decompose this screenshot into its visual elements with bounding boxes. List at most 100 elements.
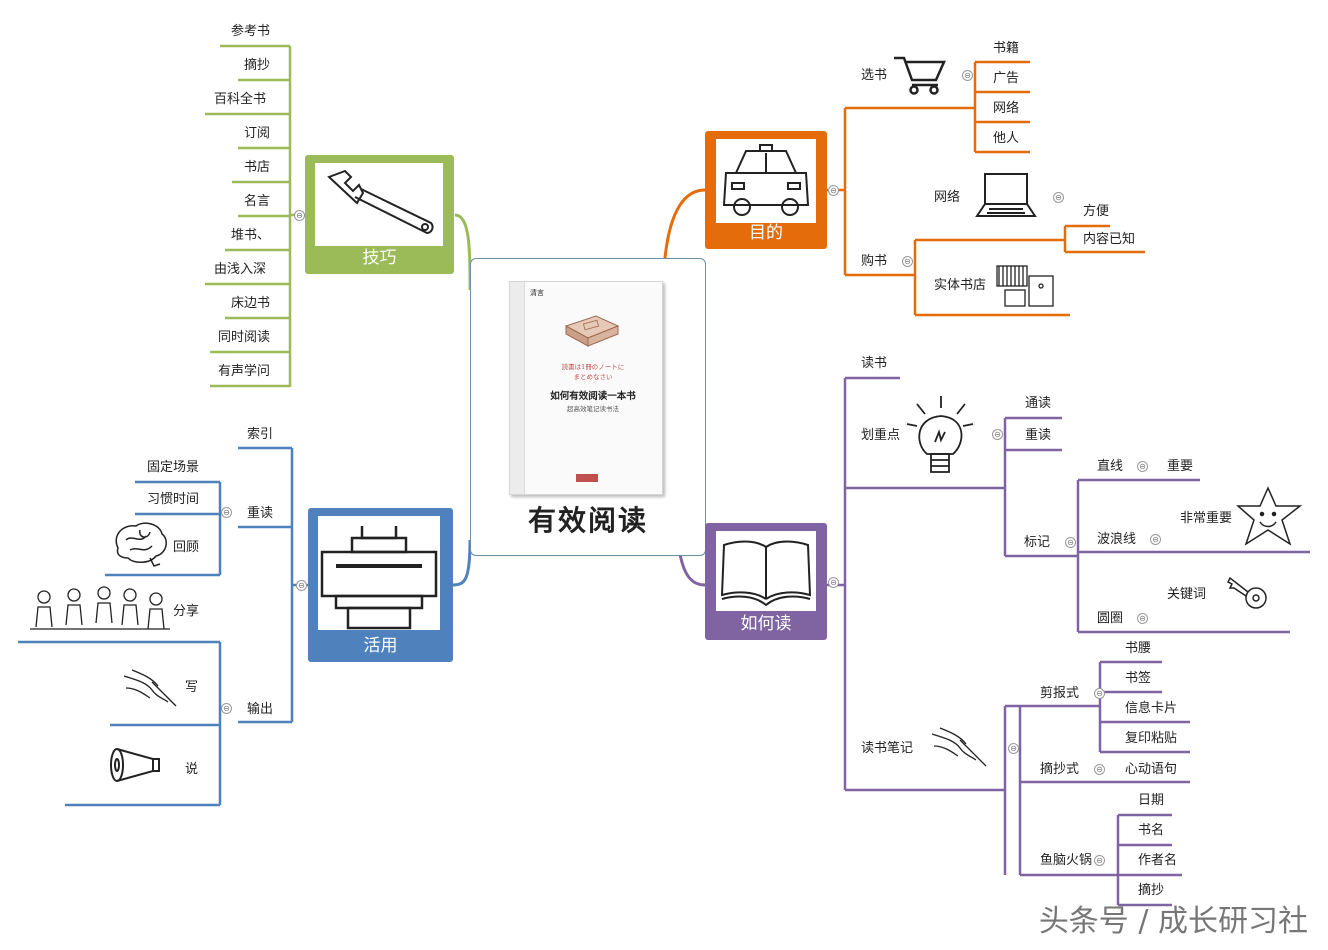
- clip-item[interactable]: 复印粘贴: [1125, 731, 1178, 746]
- collapse-toggle-excerpt[interactable]: ⊖: [1094, 764, 1105, 775]
- excerpt-item[interactable]: 心动语句: [1125, 762, 1178, 777]
- collapse-toggle-buy[interactable]: ⊖: [902, 256, 913, 267]
- node-howto[interactable]: 如何读: [705, 523, 827, 640]
- howto-read[interactable]: 读书: [861, 356, 888, 371]
- notes-fishbone[interactable]: 鱼脑火锅: [1040, 853, 1093, 868]
- notes-excerpt[interactable]: 摘抄式: [1040, 762, 1080, 777]
- choose-item[interactable]: 他人: [993, 131, 1020, 146]
- mark-line1[interactable]: 直线: [1097, 459, 1124, 474]
- howto-highlight[interactable]: 划重点: [861, 428, 901, 443]
- collapse-toggle-skills[interactable]: ⊖: [294, 210, 305, 221]
- collapse-toggle-clip[interactable]: ⊖: [1094, 688, 1105, 699]
- link-center-skills: [454, 213, 472, 291]
- node-apply-label: 活用: [363, 636, 398, 656]
- skills-lines: [205, 44, 305, 388]
- buy-store[interactable]: 实体书店: [934, 278, 987, 293]
- shopping-cart-icon: [894, 56, 946, 95]
- online-item[interactable]: 内容已知: [1083, 232, 1136, 247]
- skills-item[interactable]: 摘抄: [244, 58, 271, 73]
- skills-item[interactable]: 由浅入深: [214, 262, 267, 277]
- skills-item[interactable]: 订阅: [244, 126, 271, 141]
- mark-line1-sub[interactable]: 重要: [1167, 459, 1194, 474]
- reread-item[interactable]: 固定场景: [147, 460, 200, 475]
- collapse-toggle-line1[interactable]: ⊖: [1137, 461, 1148, 472]
- skills-item[interactable]: 堆书、: [231, 228, 271, 243]
- car-icon: [716, 139, 816, 223]
- collapse-toggle-output[interactable]: ⊖: [221, 703, 232, 714]
- skills-item[interactable]: 名言: [244, 194, 271, 209]
- highlight-mark[interactable]: 标记: [1024, 535, 1051, 550]
- howto-notes[interactable]: 读书笔记: [861, 741, 914, 756]
- collapse-toggle-howto[interactable]: ⊖: [828, 577, 839, 588]
- fishbone-item[interactable]: 书名: [1138, 823, 1165, 838]
- bookstore-icon: [996, 265, 1054, 307]
- center-node[interactable]: 清言 読書は1冊のノートに まとめなさい 如何有效阅读一本书 超高效笔记读书法 …: [470, 258, 706, 556]
- mark-line2-sub[interactable]: 非常重要: [1180, 511, 1233, 526]
- collapse-toggle-line3[interactable]: ⊖: [1137, 613, 1148, 624]
- key-icon: [1226, 576, 1267, 609]
- skills-item[interactable]: 百科全书: [214, 92, 267, 107]
- goal-choose[interactable]: 选书: [861, 68, 888, 83]
- node-goal-label: 目的: [749, 223, 783, 243]
- wrench-icon: [315, 163, 443, 246]
- choose-item[interactable]: 书籍: [993, 41, 1020, 56]
- mark-line3-sub[interactable]: 关键词: [1167, 587, 1207, 602]
- node-apply[interactable]: 活用: [308, 508, 453, 662]
- apply-reread[interactable]: 重读: [247, 506, 274, 521]
- collapse-toggle-notes[interactable]: ⊖: [1008, 743, 1019, 754]
- collapse-toggle-online[interactable]: ⊖: [1053, 192, 1064, 203]
- reread-item[interactable]: 回顾: [173, 540, 200, 555]
- node-skills-label: 技巧: [362, 248, 397, 268]
- brain-icon: [115, 522, 167, 567]
- node-skills[interactable]: 技巧: [305, 155, 454, 274]
- collapse-toggle-reread[interactable]: ⊖: [221, 507, 232, 518]
- skills-item[interactable]: 书店: [244, 160, 271, 175]
- output-item[interactable]: 说: [185, 762, 199, 777]
- fishbone-item[interactable]: 作者名: [1138, 853, 1178, 868]
- collapse-toggle-mark[interactable]: ⊖: [1065, 537, 1076, 548]
- antique-book-icon: [564, 315, 620, 347]
- skills-item[interactable]: 同时阅读: [218, 330, 271, 345]
- clip-item[interactable]: 信息卡片: [1125, 701, 1178, 716]
- fishbone-item[interactable]: 日期: [1138, 793, 1165, 808]
- output-item[interactable]: 写: [185, 680, 199, 695]
- collapse-toggle-choose[interactable]: ⊖: [962, 70, 973, 81]
- collapse-toggle-highlight[interactable]: ⊖: [992, 429, 1003, 440]
- online-item[interactable]: 方便: [1083, 204, 1110, 219]
- output-item[interactable]: 分享: [173, 604, 200, 619]
- book-spine: [510, 282, 525, 494]
- hand-pen-icon: [931, 727, 987, 767]
- apply-index[interactable]: 索引: [247, 427, 274, 442]
- skills-item[interactable]: 有声学问: [218, 364, 271, 379]
- skills-item[interactable]: 参考书: [231, 24, 271, 39]
- mark-line3[interactable]: 圆圈: [1097, 611, 1124, 626]
- collapse-toggle-line2[interactable]: ⊖: [1150, 534, 1161, 545]
- collapse-toggle-goal[interactable]: ⊖: [828, 185, 839, 196]
- watermark: 头条号 / 成长研习社: [1038, 904, 1308, 939]
- mark-line2[interactable]: 波浪线: [1097, 532, 1137, 547]
- printer-icon: [318, 516, 440, 630]
- buy-online[interactable]: 网络: [934, 190, 961, 205]
- notes-clip[interactable]: 剪报式: [1040, 686, 1080, 701]
- choose-item[interactable]: 广告: [993, 71, 1020, 86]
- node-goal[interactable]: 目的: [705, 131, 827, 249]
- clip-item[interactable]: 书签: [1125, 671, 1152, 686]
- skills-item[interactable]: 床边书: [231, 296, 271, 311]
- clip-item[interactable]: 书腰: [1125, 641, 1152, 656]
- book-cover: 清言 読書は1冊のノートに まとめなさい 如何有效阅读一本书 超高效笔记读书法: [509, 281, 663, 495]
- highlight-item[interactable]: 重读: [1025, 428, 1052, 443]
- apply-output[interactable]: 输出: [247, 702, 274, 717]
- choose-item[interactable]: 网络: [993, 101, 1020, 116]
- book-title: 如何有效阅读一本书: [550, 391, 636, 402]
- reread-item[interactable]: 习惯时间: [147, 492, 200, 507]
- highlight-item[interactable]: 通读: [1025, 396, 1052, 411]
- fishbone-item[interactable]: 摘抄: [1138, 883, 1165, 898]
- center-title: 有效阅读: [527, 504, 648, 537]
- collapse-toggle-apply[interactable]: ⊖: [296, 580, 307, 591]
- people-meeting-icon: [30, 586, 170, 630]
- link-center-goal: [663, 188, 706, 259]
- collapse-toggle-fishbone[interactable]: ⊖: [1094, 855, 1105, 866]
- goal-buy[interactable]: 购书: [861, 254, 888, 269]
- hand-writing-icon: [123, 669, 177, 707]
